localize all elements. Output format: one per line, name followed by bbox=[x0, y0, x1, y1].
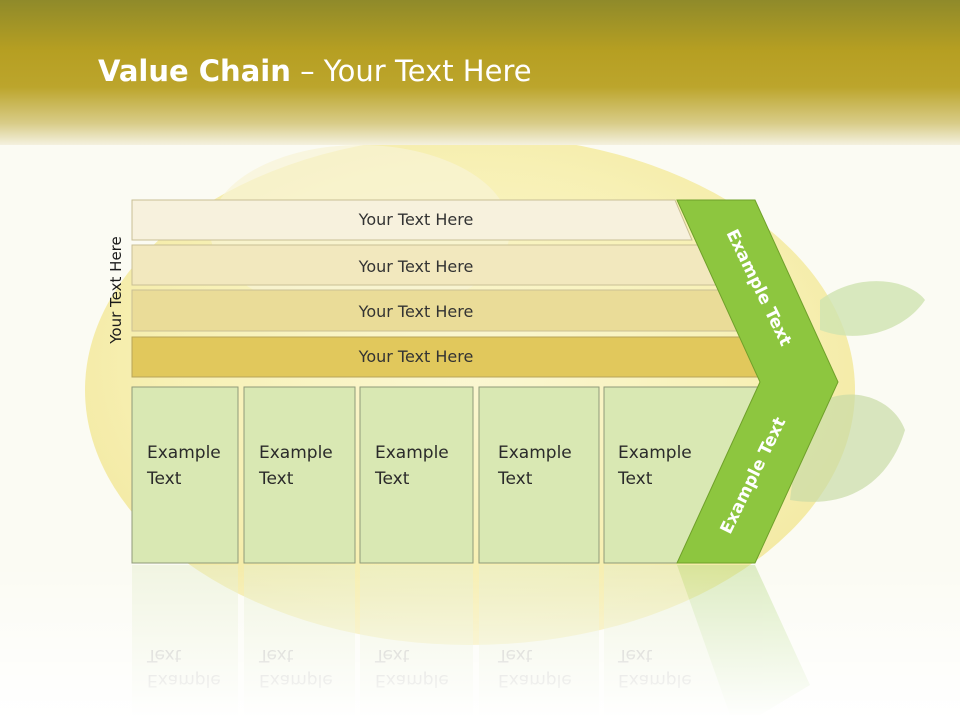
card-4 bbox=[478, 386, 600, 564]
chevron-arrow bbox=[676, 199, 839, 564]
row-label-4: Your Text Here bbox=[358, 347, 474, 366]
card-3-line1: Example bbox=[375, 443, 449, 463]
title-bold: Value Chain bbox=[98, 54, 291, 88]
slide-title: Value Chain – Your Text Here bbox=[98, 54, 532, 88]
card-4-line2: Text bbox=[498, 469, 533, 489]
card-2 bbox=[243, 386, 356, 564]
card-5-line1: Example bbox=[618, 443, 692, 463]
card-3-line2: Text bbox=[375, 469, 410, 489]
card-1-line1: Example bbox=[147, 443, 221, 463]
card-2-line2: Text bbox=[259, 469, 294, 489]
row-label-3: Your Text Here bbox=[358, 302, 474, 321]
leaf-upper-shape bbox=[820, 281, 925, 336]
card-3 bbox=[359, 386, 474, 564]
header-banner bbox=[0, 0, 960, 145]
card-5-line2: Text bbox=[618, 469, 653, 489]
card-4-line1: Example bbox=[498, 443, 572, 463]
row-label-2: Your Text Here bbox=[358, 257, 474, 276]
reflection-fade bbox=[0, 565, 960, 720]
card-1 bbox=[131, 386, 239, 564]
diagram-reflection: Example Text Example Text Example Text E… bbox=[0, 565, 960, 720]
card-2-line1: Example bbox=[259, 443, 333, 463]
title-rest: – Your Text Here bbox=[290, 54, 532, 88]
card-1-line2: Text bbox=[147, 469, 182, 489]
row-label-1: Your Text Here bbox=[358, 210, 474, 229]
row-bar-1 bbox=[131, 199, 693, 241]
